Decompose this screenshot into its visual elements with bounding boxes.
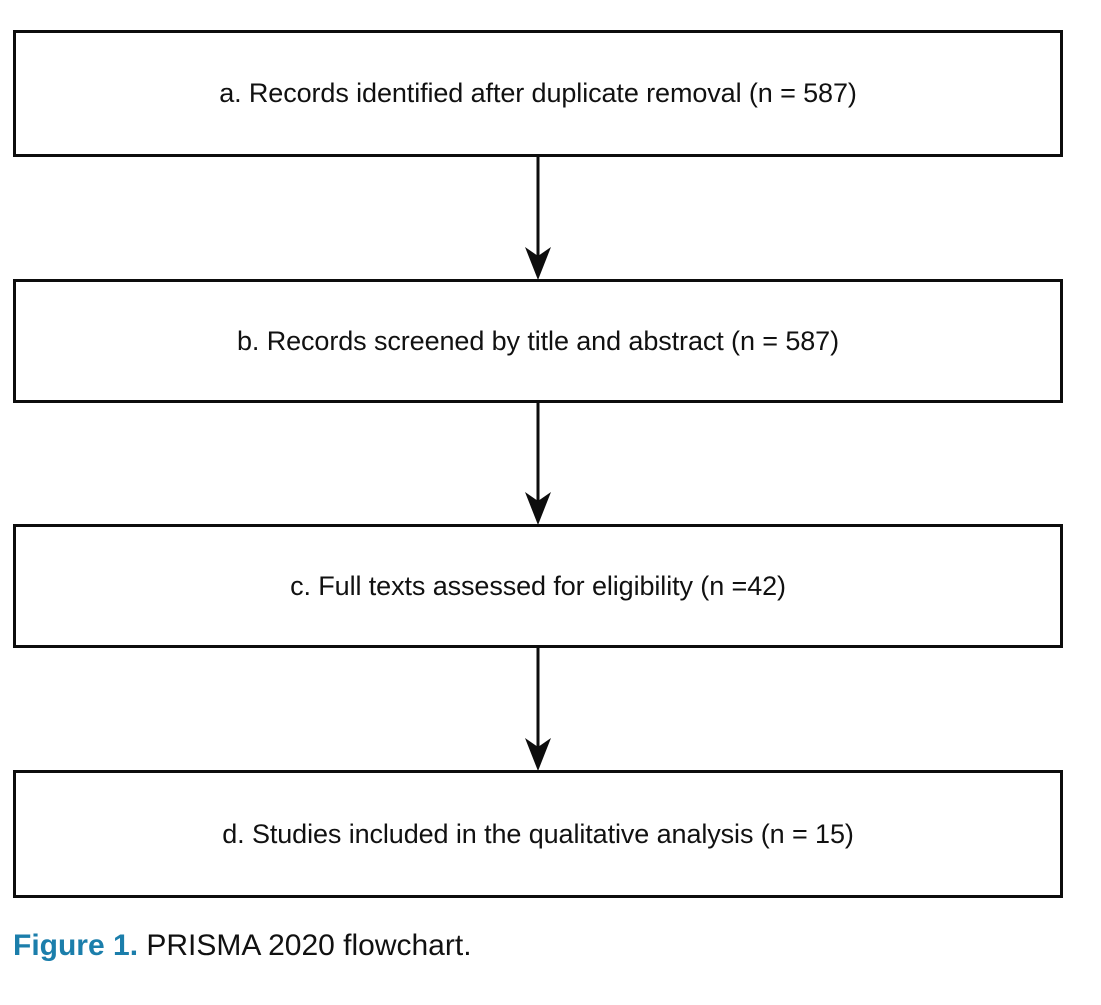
figure-caption-prefix: Figure 1.	[13, 929, 139, 962]
flow-arrow-a-to-b	[524, 157, 552, 280]
flow-node-c: c. Full texts assessed for eligibility (…	[13, 524, 1063, 648]
flow-node-a-label: a. Records identified after duplicate re…	[219, 78, 857, 109]
flow-arrow-c-to-d	[524, 648, 552, 771]
flow-arrow-b-to-c	[524, 403, 552, 525]
flow-node-b-label: b. Records screened by title and abstrac…	[237, 325, 839, 356]
figure-caption: Figure 1. PRISMA 2020 flowchart.	[13, 926, 1073, 966]
flow-node-c-label: c. Full texts assessed for eligibility (…	[290, 570, 786, 601]
flow-node-b: b. Records screened by title and abstrac…	[13, 279, 1063, 403]
flow-node-d: d. Studies included in the qualitative a…	[13, 770, 1063, 898]
flow-node-a: a. Records identified after duplicate re…	[13, 30, 1063, 157]
figure-caption-text: PRISMA 2020 flowchart.	[146, 929, 472, 962]
flow-node-d-label: d. Studies included in the qualitative a…	[222, 818, 854, 849]
